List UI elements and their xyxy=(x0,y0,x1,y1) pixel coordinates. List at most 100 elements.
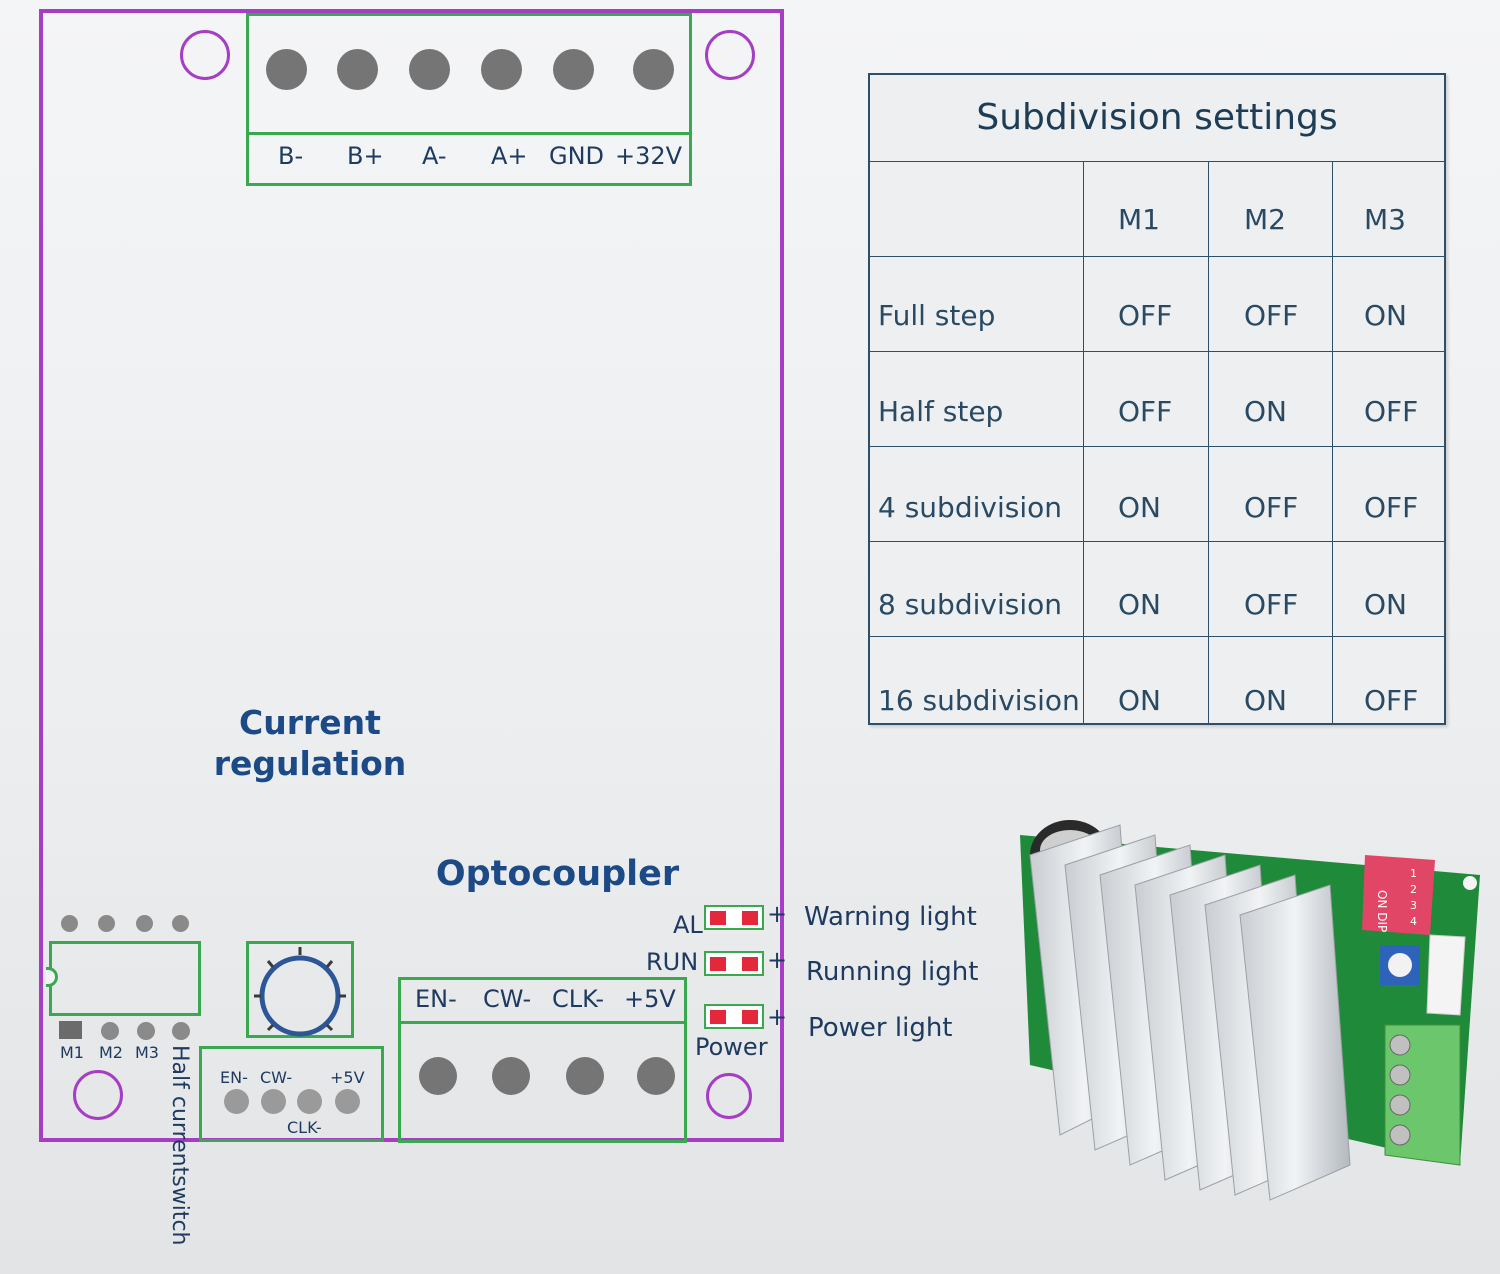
led-plus: + xyxy=(767,946,788,974)
mounting-hole-bottom-right xyxy=(706,1073,752,1119)
mounting-hole-top-left xyxy=(180,30,230,80)
terminal-pin xyxy=(409,49,450,90)
small-pin xyxy=(297,1089,322,1114)
table-divider xyxy=(870,256,1444,257)
terminal-label: B- xyxy=(278,142,304,170)
dip-number: 4 xyxy=(1410,915,1417,928)
half-current-line1: Half current xyxy=(167,1045,192,1176)
terminal-block-photo xyxy=(1384,1024,1461,1166)
table-header-m2: M2 xyxy=(1244,203,1286,236)
table-cell: OFF xyxy=(1244,299,1299,332)
table-cell: ON xyxy=(1364,299,1407,332)
subdivision-table: Subdivision settings M1 M2 M3 Full step … xyxy=(868,73,1446,725)
table-divider xyxy=(1208,161,1209,723)
warning-light-label: Warning light xyxy=(804,902,977,932)
warning-led xyxy=(704,905,764,930)
half-current-line2: switch xyxy=(167,1175,192,1246)
led-dot xyxy=(742,911,758,925)
running-light-label: Running light xyxy=(806,957,979,987)
table-cell: OFF xyxy=(1118,299,1173,332)
table-title: Subdivision settings xyxy=(976,97,1338,138)
table-row-label: Half step xyxy=(878,395,1004,428)
dip-pin xyxy=(61,915,78,932)
signal-pin xyxy=(492,1057,530,1095)
mounting-hole-photo xyxy=(1463,876,1477,890)
signal-label-clk: CLK- xyxy=(552,985,605,1013)
dip-label-m2: M2 xyxy=(99,1043,123,1062)
table-divider xyxy=(870,351,1444,352)
table-row-label: 16 subdivision xyxy=(878,684,1080,717)
dip-pin-square xyxy=(59,1021,82,1039)
table-divider xyxy=(870,636,1444,637)
current-regulation-label: Current regulation xyxy=(200,702,420,784)
small-label-5v: +5V xyxy=(330,1068,365,1087)
current-regulation-line2: regulation xyxy=(213,744,407,783)
table-cell: OFF xyxy=(1118,395,1173,428)
small-pin xyxy=(335,1089,360,1114)
table-row-label: Full step xyxy=(878,299,996,332)
signal-connector-divider xyxy=(398,1021,687,1024)
terminal-pin xyxy=(481,49,522,90)
dip-number: 2 xyxy=(1410,883,1417,896)
led-plus: + xyxy=(767,900,788,928)
small-label-en: EN- xyxy=(220,1068,248,1087)
terminal-pin xyxy=(266,49,307,90)
terminal-label: B+ xyxy=(347,142,384,170)
dip-number: 1 xyxy=(1410,867,1417,880)
potentiometer-icon xyxy=(254,947,346,1037)
small-pin xyxy=(224,1089,249,1114)
table-cell: OFF xyxy=(1244,491,1299,524)
signal-pin xyxy=(566,1057,604,1095)
table-divider xyxy=(1083,161,1084,723)
table-cell: OFF xyxy=(1364,491,1419,524)
led-label-al: AL xyxy=(673,911,703,939)
table-row-label: 4 subdivision xyxy=(878,491,1062,524)
table-cell: ON xyxy=(1364,588,1407,621)
signal-pin xyxy=(419,1057,457,1095)
half-current-switch-label: Half currentswitch xyxy=(167,1045,192,1246)
small-pin xyxy=(261,1089,286,1114)
terminal-pin xyxy=(553,49,594,90)
dip-pin xyxy=(172,1022,190,1040)
dip-number: 3 xyxy=(1410,899,1417,912)
optocoupler-label: Optocoupler xyxy=(435,854,680,894)
dip-label-m3: M3 xyxy=(135,1043,159,1062)
small-label-clk: CLK- xyxy=(287,1118,322,1137)
signal-label-en: EN- xyxy=(415,985,457,1013)
mounting-hole-bottom-left xyxy=(73,1070,123,1120)
table-cell: OFF xyxy=(1364,395,1419,428)
dip-notch xyxy=(46,967,58,987)
table-cell: OFF xyxy=(1364,684,1419,717)
heatsink xyxy=(1029,824,1351,1201)
small-label-cw: CW- xyxy=(260,1068,293,1087)
power-led xyxy=(704,1004,764,1029)
led-dot xyxy=(710,911,726,925)
power-connector-divider xyxy=(246,132,692,135)
table-cell: ON xyxy=(1244,395,1287,428)
table-row-label: 8 subdivision xyxy=(878,588,1062,621)
dip-text: ON DIP xyxy=(1375,890,1389,932)
dip-pin xyxy=(136,915,153,932)
terminal-pin xyxy=(633,49,674,90)
small-signal-connector xyxy=(199,1046,384,1142)
running-led xyxy=(704,951,764,976)
terminal-label: A- xyxy=(422,142,447,170)
table-header-m3: M3 xyxy=(1364,203,1406,236)
dip-switch-photo: ON DIP 1 2 3 4 xyxy=(1362,855,1435,935)
dip-label-m1: M1 xyxy=(60,1043,84,1062)
signal-connector xyxy=(398,977,687,1143)
mounting-hole-top-right xyxy=(705,30,755,80)
terminal-label: A+ xyxy=(491,142,528,170)
led-dot xyxy=(710,957,726,971)
power-connector xyxy=(246,13,692,186)
table-cell: ON xyxy=(1118,684,1161,717)
dip-switch xyxy=(49,941,201,1016)
table-cell: ON xyxy=(1244,684,1287,717)
table-divider xyxy=(870,161,1444,162)
led-plus: + xyxy=(767,1003,788,1031)
table-divider xyxy=(1332,161,1333,723)
table-divider xyxy=(870,541,1444,542)
led-dot xyxy=(710,1010,726,1024)
terminal-label: GND xyxy=(549,142,605,170)
dip-pin xyxy=(172,915,189,932)
